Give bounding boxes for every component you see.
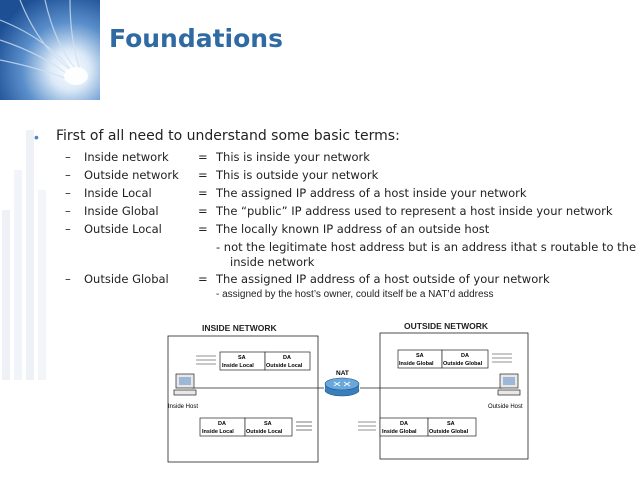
packet-field-value: Outside Local [246, 429, 283, 435]
term-definition: The assigned IP address of a host inside… [216, 186, 527, 200]
packet-field-value: Outside Local [266, 363, 303, 369]
dash: – [65, 168, 71, 182]
nat-diagram: INSIDE NETWORK OUTSIDE NETWORK SA Inside… [162, 318, 532, 478]
outside-local-note: - not the legitimate host address but is… [216, 240, 637, 254]
packet-field-value: Outside Global [443, 361, 483, 367]
outside-top-packet: SA Inside Global DA Outside Global [397, 349, 489, 369]
dash: – [65, 272, 71, 286]
packet-field-value: Inside Local [202, 429, 234, 435]
packet-field-label: SA [416, 353, 424, 359]
term-label: Inside Global [84, 204, 159, 218]
equals-sign: = [198, 186, 208, 200]
term-label: Outside network [84, 168, 179, 182]
outside-network-label: OUTSIDE NETWORK [404, 321, 489, 331]
nat-label: NAT [336, 370, 349, 377]
term-label: Inside network [84, 150, 169, 164]
equals-sign: = [198, 204, 208, 218]
nat-diagram-svg: INSIDE NETWORK OUTSIDE NETWORK SA Inside… [162, 318, 532, 478]
dash: – [65, 150, 71, 164]
outside-local-note-cont: inside network [230, 255, 315, 269]
term-definition: The assigned IP address of a host outsid… [216, 272, 550, 286]
term-definition: The locally known IP address of an outsi… [216, 222, 490, 236]
outside-global-note: - assigned by the host’s owner, could it… [216, 289, 494, 300]
equals-sign: = [198, 168, 208, 182]
packet-field-value: Inside Global [399, 361, 434, 367]
dash: – [65, 222, 71, 236]
outside-network-box [379, 332, 529, 460]
packet-field-label: DA [461, 353, 469, 359]
dash: – [65, 204, 71, 218]
term-label: Outside Local [84, 222, 162, 236]
term-label: Outside Global [84, 272, 169, 286]
term-label: Inside Local [84, 186, 152, 200]
packet-field-label: DA [400, 421, 408, 427]
outside-bottom-packet: DA Inside Global SA Outside Global [379, 417, 477, 437]
equals-sign: = [198, 222, 208, 236]
tunnel-graphic [0, 0, 100, 100]
term-definition: This is outside your network [216, 168, 379, 182]
packet-field-label: DA [283, 355, 291, 361]
outside-host-label: Outside Host [488, 404, 523, 410]
inside-host-label: Inside Host [168, 404, 198, 410]
equals-sign: = [198, 272, 208, 286]
bullet-icon: • [34, 129, 39, 145]
outside-host-icon: Outside Host [488, 373, 523, 410]
packet-field-label: SA [447, 421, 455, 427]
packet-field-label: DA [218, 421, 226, 427]
term-definition: The “public” IP address used to represen… [216, 204, 613, 218]
packet-field-label: SA [264, 421, 272, 427]
packet-field-value: Inside Local [222, 363, 254, 369]
decorative-bars [2, 130, 46, 380]
packet-field-label: SA [238, 355, 246, 361]
term-definition: This is inside your network [216, 150, 370, 164]
dash: – [65, 186, 71, 200]
packet-field-value: Inside Global [382, 429, 417, 435]
nat-router-icon: NAT [324, 370, 360, 397]
packet-field-value: Outside Global [429, 429, 469, 435]
slide-title: Foundations [109, 24, 283, 53]
inside-top-packet: SA Inside Local DA Outside Local [219, 351, 311, 371]
inside-bottom-packet: DA Inside Local SA Outside Local [199, 417, 293, 437]
inside-network-label: INSIDE NETWORK [202, 323, 277, 333]
equals-sign: = [198, 150, 208, 164]
inside-network-box [167, 335, 319, 463]
inside-host-icon: Inside Host [168, 373, 198, 410]
intro-text: First of all need to understand some bas… [56, 128, 400, 144]
